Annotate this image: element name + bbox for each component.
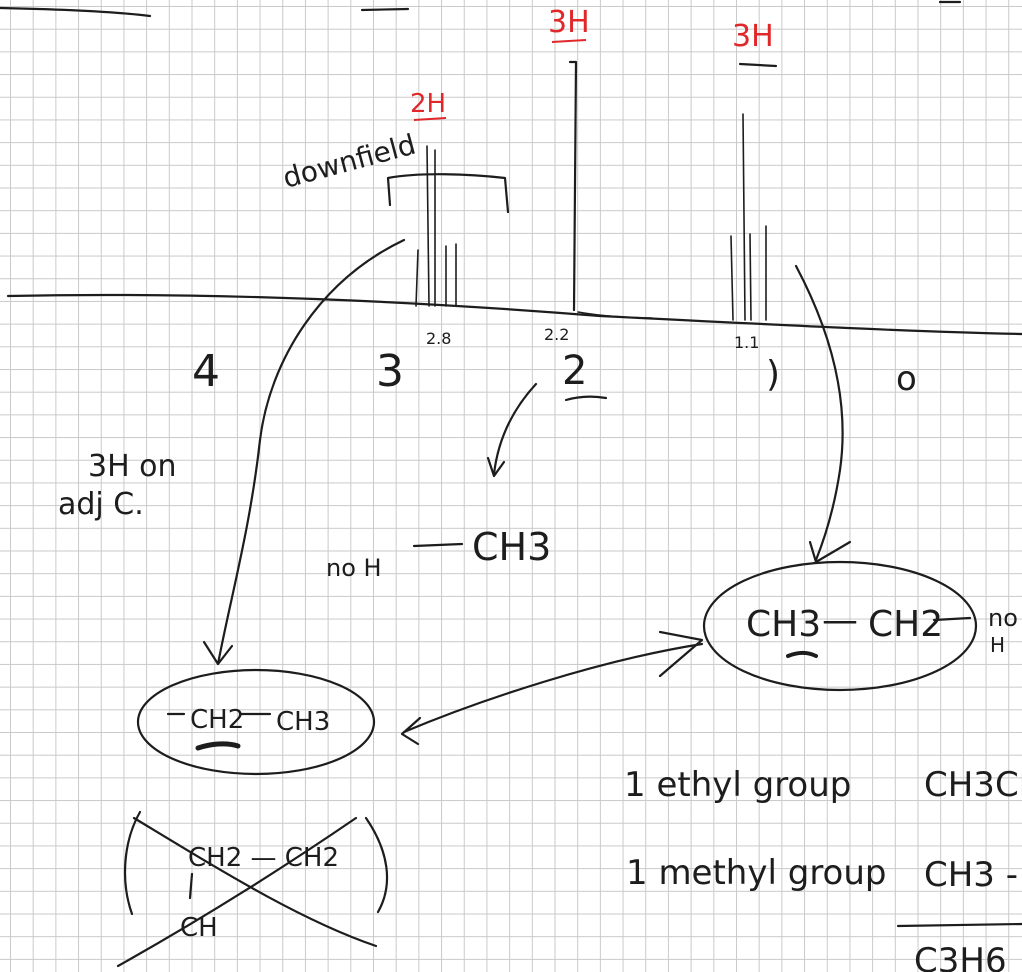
bond-dash-methyl [412,542,464,548]
underline-2h [413,117,447,121]
arrow-quartet-to-fragment [216,238,406,666]
right-fragment-h: H [990,633,1005,657]
integration-label-2h: 2H [410,89,446,119]
underline-left-ch2 [195,741,241,751]
downfield-bracket [386,173,510,214]
left-fragment-ch3: CH3 [276,707,330,737]
arrow-triplet-to-ethyl [794,264,844,562]
axis-number-2: 2 [562,348,587,394]
summary-methyl-formula: CH3 - [924,855,1018,895]
peak-singlet [568,60,653,319]
arrow-between-fragments [402,642,704,734]
summary-methyl-label: 1 methyl group [626,853,886,893]
circle-left-fragment [136,668,376,776]
spectrum-baseline [6,293,1022,336]
top-mid-stroke [360,7,410,12]
underline-right-ch3 [786,651,818,658]
arrowhead-left-fragment [400,716,422,746]
shift-label-2-8: 2.8 [426,329,451,348]
left-fragment-ch2: CH2 [190,705,244,735]
methyl-fragment: CH3 [472,525,551,569]
downfield-annotation: downfield [279,128,419,195]
right-fragment-dash: — [822,600,858,641]
underline-3h-singlet [551,39,587,43]
note-adj-c: adj C. [58,487,144,522]
shift-label-2-2: 2.2 [544,325,569,344]
arrowhead-triplet [808,540,852,564]
summary-ethyl-label: 1 ethyl group [624,765,851,805]
bond-right-tail [932,616,972,622]
top-left-stroke [0,6,152,18]
peak-triplet [730,62,778,321]
integration-label-3h-triplet: 3H [732,19,774,54]
summary-total-formula: C3H6 [914,941,1007,972]
arrowhead-right-fragment [658,630,704,678]
underline-axis-2 [564,395,608,402]
peak-quartet [415,145,457,307]
axis-number-3: 3 [376,346,404,397]
right-fragment-ch2: CH2 [868,604,943,645]
note-3h-on: 3H on [88,449,177,484]
integration-label-3h-singlet: 3H [548,5,590,40]
right-fragment-ch3: CH3 [746,604,821,645]
axis-number-1: ) [766,354,780,395]
axis-number-4: 4 [192,346,220,397]
circle-right-fragment [702,560,978,692]
arrowhead-singlet [486,456,506,478]
shift-label-1-1: 1.1 [734,333,759,352]
crossed-out-top: CH2 — CH2 [188,843,339,873]
summary-sum-line [896,922,1022,928]
right-fragment-no: no [988,604,1018,632]
arrowhead-quartet [202,640,234,666]
arrow-singlet-to-methyl [492,382,538,476]
note-no-h: no H [326,554,382,582]
crossed-out-structure: CH2 — CH2 CH [116,810,389,968]
axis-number-0: o [896,359,917,399]
